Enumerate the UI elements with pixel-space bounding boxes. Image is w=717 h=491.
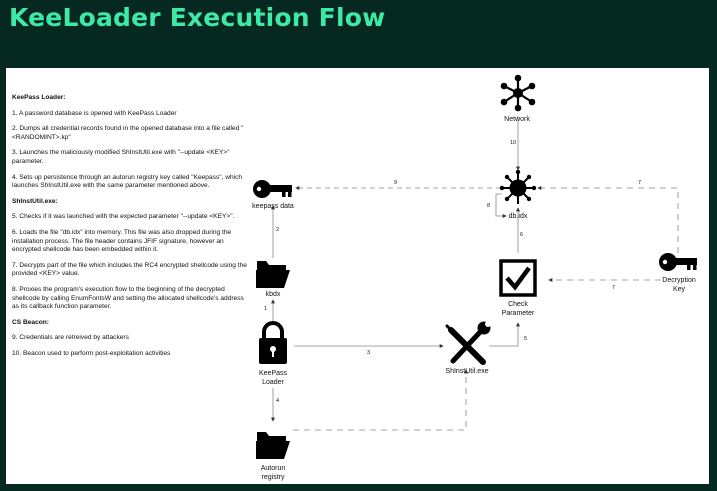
folder-icon bbox=[256, 432, 290, 459]
edge-label-2: 2 bbox=[276, 227, 279, 233]
node-network-label: Network bbox=[504, 116, 530, 123]
edge-7-top bbox=[537, 186, 679, 253]
cs-beacon-heading: CS Beacon: bbox=[12, 318, 50, 326]
padlock-icon bbox=[259, 321, 287, 364]
edge-label-7-top: 7 bbox=[638, 180, 641, 186]
edge-label-7-mid: 7 bbox=[612, 285, 615, 291]
virus-icon bbox=[499, 169, 537, 204]
step-3: 3. Launches the maliciously modified ShI… bbox=[12, 149, 230, 165]
edge-autorun-shinstutil bbox=[293, 369, 468, 431]
shinstutil-heading: ShInstUtil.exe: bbox=[12, 197, 58, 205]
key-icon bbox=[659, 253, 697, 271]
edge-8 bbox=[495, 193, 507, 218]
page-title: KeeLoader Execution Flow bbox=[9, 3, 386, 32]
key-icon bbox=[253, 180, 292, 198]
folder-icon bbox=[256, 261, 290, 288]
node-shinstutil-label: ShInstUtil.exe bbox=[445, 368, 488, 375]
step-8: 8. Proxies the program's execution flow … bbox=[12, 285, 244, 311]
edge-label-6: 6 bbox=[520, 232, 523, 238]
node-keepass-loader-label-1: KeePass bbox=[259, 370, 288, 377]
node-check-parameter-label-2: Parameter bbox=[502, 310, 535, 317]
step-2: 2. Dumps all credential records found in… bbox=[12, 125, 244, 141]
edge-5 bbox=[489, 322, 520, 347]
step-5: 5. Checks if it was launched with the ex… bbox=[12, 213, 235, 221]
node-decryption-key-label-1: Decryption bbox=[662, 277, 696, 284]
steps-list: KeePass Loader: 1. A password database i… bbox=[12, 94, 247, 367]
keepass-loader-heading: KeePass Loader: bbox=[12, 94, 66, 101]
step-10: 10. Beacon used to perform post-exploita… bbox=[12, 349, 171, 357]
node-keepass-loader-label-2: Loader bbox=[262, 379, 284, 386]
node-autorun-label-2: registry bbox=[262, 474, 285, 481]
checkbox-icon bbox=[499, 259, 537, 297]
flow-diagram: 10 9 8 7 7 6 5 2 1 3 4 Network bbox=[252, 74, 697, 481]
edge-label-4: 4 bbox=[276, 398, 279, 404]
edge-label-1: 1 bbox=[264, 306, 267, 312]
step-7: 7. Decrypts part of the file which inclu… bbox=[12, 261, 247, 278]
step-1: 1. A password database is opened with Ke… bbox=[12, 109, 177, 117]
tools-icon bbox=[445, 321, 491, 365]
edge-label-8: 8 bbox=[487, 203, 490, 209]
edge-label-5: 5 bbox=[524, 336, 527, 342]
node-autorun-label-1: Autorun bbox=[261, 465, 286, 472]
edge-label-10: 10 bbox=[510, 140, 516, 146]
diagram-panel: KeePass Loader: 1. A password database i… bbox=[6, 68, 709, 484]
network-hub-icon bbox=[500, 74, 536, 112]
node-kbdx-label: kbdx bbox=[266, 291, 281, 298]
edge-label-3: 3 bbox=[367, 350, 370, 356]
step-9: 9. Credentials are retreived by attacker… bbox=[12, 334, 129, 342]
node-keepass-data-label: keepass data bbox=[252, 203, 294, 210]
edge-label-9: 9 bbox=[394, 180, 397, 186]
node-check-parameter-label-1: Check bbox=[508, 301, 528, 308]
node-decryption-key-label-2: Key bbox=[673, 286, 686, 293]
node-db-idx-label: db.idx bbox=[509, 213, 528, 220]
step-4: 4. Sets up persistence through an autoru… bbox=[12, 173, 243, 190]
step-6: 6. Loads the file "db.idx" into memory. … bbox=[12, 228, 232, 254]
